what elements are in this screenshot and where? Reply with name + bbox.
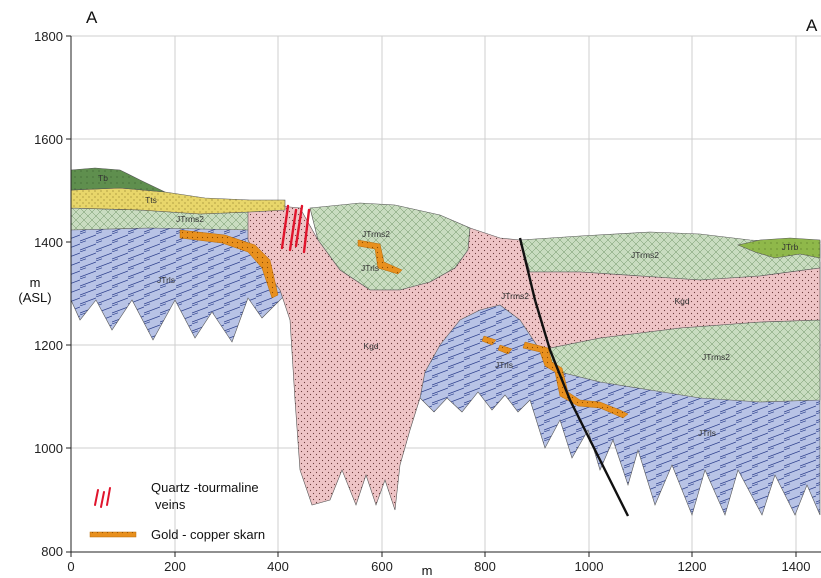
label-jtrms2-right: JTrms2 bbox=[631, 250, 659, 260]
y-tick-1000: 1000 bbox=[34, 441, 63, 456]
skarn-body-left bbox=[179, 229, 279, 299]
legend-veins-label-line1: Quartz -tourmaline bbox=[151, 480, 259, 495]
x-tick-0: 0 bbox=[67, 559, 74, 574]
x-axis-label: m bbox=[422, 563, 433, 578]
skarn-body-mid bbox=[357, 239, 403, 275]
skarn-zones bbox=[179, 229, 629, 419]
label-kgd-right: Kgd bbox=[674, 296, 689, 306]
x-tick-1200: 1200 bbox=[678, 559, 707, 574]
x-tick-1400: 1400 bbox=[782, 559, 811, 574]
label-jtrls-low: JTrls bbox=[495, 360, 513, 370]
skarn-lens-b bbox=[497, 344, 513, 355]
unit-jtrb bbox=[737, 237, 821, 259]
legend-skarn-icon bbox=[89, 531, 137, 538]
x-tick-1000: 1000 bbox=[575, 559, 604, 574]
unit-kgd bbox=[247, 204, 821, 511]
y-tick-1400: 1400 bbox=[34, 235, 63, 250]
axes bbox=[66, 35, 821, 557]
y-tick-labels: 800 1000 1200 1400 1600 1800 bbox=[34, 29, 63, 559]
y-axis-label-line1: m bbox=[30, 275, 41, 290]
label-tb: Tb bbox=[98, 173, 108, 183]
y-tick-800: 800 bbox=[41, 544, 63, 559]
x-tick-400: 400 bbox=[267, 559, 289, 574]
label-jtrb: JTrb bbox=[782, 242, 799, 252]
legend-veins-label-line2: veins bbox=[155, 497, 186, 512]
label-jtrms2-low: JTrms2 bbox=[702, 352, 730, 362]
unit-labels: Tb Tts JTrms2 JTrms2 JTrms2 JTrms2 JTrms… bbox=[98, 173, 799, 438]
label-jtrms2-left: JTrms2 bbox=[176, 214, 204, 224]
label-jtrms2-central: JTrms2 bbox=[501, 291, 529, 301]
x-tick-600: 600 bbox=[371, 559, 393, 574]
section-endpoint-left: A bbox=[86, 8, 98, 27]
y-axis-label-line2: (ASL) bbox=[18, 290, 51, 305]
y-tick-1200: 1200 bbox=[34, 338, 63, 353]
x-tick-800: 800 bbox=[474, 559, 496, 574]
y-tick-1600: 1600 bbox=[34, 132, 63, 147]
label-jtrms2-dome: JTrms2 bbox=[362, 229, 390, 239]
skarn-body-lower bbox=[522, 341, 629, 419]
legend-skarn-label: Gold - copper skarn bbox=[151, 527, 265, 542]
geology-units bbox=[70, 167, 821, 516]
fault-line bbox=[518, 237, 630, 517]
label-tts: Tts bbox=[145, 195, 157, 205]
legend: Quartz -tourmaline veins Gold - copper s… bbox=[89, 480, 265, 542]
legend-veins-icon bbox=[94, 487, 111, 508]
section-endpoint-right: A bbox=[806, 16, 818, 35]
quartz-tourmaline-veins bbox=[280, 204, 311, 254]
x-tick-200: 200 bbox=[164, 559, 186, 574]
skarn-lens-a bbox=[481, 335, 497, 346]
label-jtrls-mid: JTrls bbox=[361, 263, 379, 273]
label-jtrls-right: JTrls bbox=[698, 428, 716, 438]
x-tick-labels: 0 200 400 600 800 1000 1200 1400 bbox=[67, 559, 810, 574]
label-kgd-main: Kgd bbox=[363, 341, 378, 351]
unit-tb bbox=[70, 167, 166, 193]
label-jtrls-left: JTrls bbox=[157, 275, 175, 285]
y-tick-1800: 1800 bbox=[34, 29, 63, 44]
